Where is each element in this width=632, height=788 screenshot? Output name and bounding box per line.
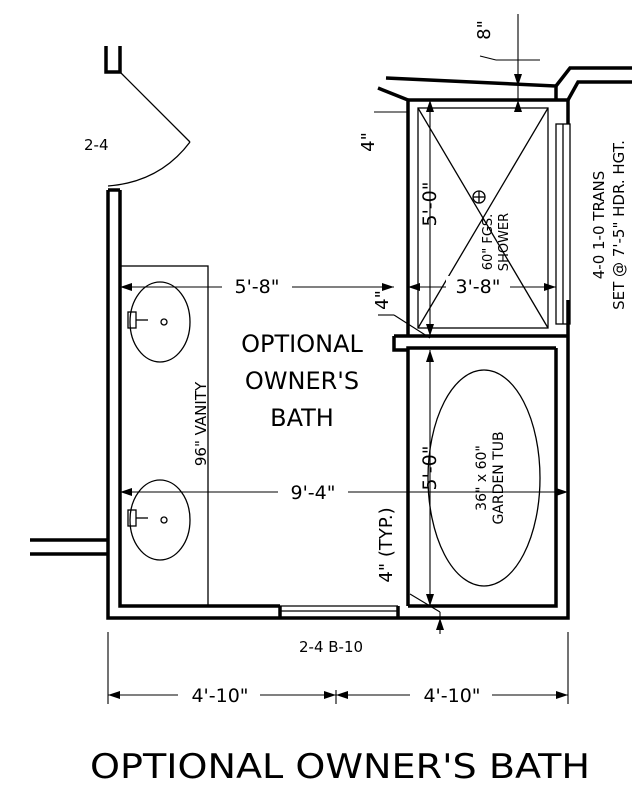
room-label-line2: OWNER'S xyxy=(245,367,359,395)
wall-partition-stub xyxy=(392,336,408,352)
dim-bg-5-8 xyxy=(222,276,292,296)
dim-bg-right-half xyxy=(410,684,492,706)
wall-top-right-a xyxy=(554,66,632,88)
dim-shower-depth: 5'-0" xyxy=(419,182,441,227)
tub-label-line2: GARDEN TUB xyxy=(491,431,507,524)
sink-lower-drain-icon xyxy=(160,516,168,524)
wall-tub-partition xyxy=(406,346,556,606)
garden-tub xyxy=(427,369,541,587)
shower-label-line1: 60" FGS. xyxy=(481,214,496,271)
dim-bg-left-half xyxy=(178,684,260,706)
faucet-lower-icon xyxy=(127,509,137,527)
vanity-fixture xyxy=(119,265,209,607)
wall-left-bottom-outer xyxy=(106,190,398,620)
dim-tub-depth: 5'-0" xyxy=(419,446,441,491)
shower-label-line2: SHOWER xyxy=(497,213,512,271)
dim-left-half: 4'-10" xyxy=(191,685,248,707)
labels: 2-4 2-4 B-10 OPTIONAL OWNER'S BATH 96" V… xyxy=(84,20,628,787)
dim-right-half: 4'-10" xyxy=(423,685,480,707)
wall-corner xyxy=(556,98,570,124)
drawing-title: OPTIONAL OWNER'S BATH xyxy=(90,747,590,787)
door-bottom xyxy=(280,605,398,619)
shower-basin xyxy=(417,107,549,329)
wall-right-inner xyxy=(408,348,558,608)
door-upper-jamb xyxy=(104,46,122,74)
shower-fixture xyxy=(417,107,549,329)
faucet-upper-icon xyxy=(127,311,137,329)
room-label-line3: BATH xyxy=(270,404,334,432)
sink-upper-icon xyxy=(129,281,191,363)
window-note-line2: SET @ 7'-5" HDR. HGT. xyxy=(610,140,628,310)
tub-label-line1: 36" x 60" xyxy=(474,445,490,511)
dim-shower-width: 3'-8" xyxy=(456,276,501,298)
dim-vanity-to-wall: 5'-8" xyxy=(235,276,280,298)
room-label-line1: OPTIONAL xyxy=(241,330,363,358)
window-note-line1: 4-0 1-0 TRANS xyxy=(590,171,608,280)
dim-bg-3-8 xyxy=(446,276,510,296)
door-upper-left xyxy=(104,46,191,187)
dim-wall-gap-top: 8" xyxy=(474,20,495,40)
sink-upper-drain-icon xyxy=(160,318,168,326)
dim-overall-width: 9'-4" xyxy=(291,482,336,504)
sink-lower-icon xyxy=(129,479,191,561)
wall-right-outer xyxy=(398,300,570,620)
wall-angle-b xyxy=(385,76,558,100)
dim-bg-9-4 xyxy=(278,481,348,503)
door-label-upper: 2-4 xyxy=(84,136,109,154)
dimension-lines xyxy=(107,14,569,704)
dim-wall-4-upper: 4" xyxy=(358,132,379,152)
vanity-counter xyxy=(119,265,209,607)
vanity-label: 96" VANITY xyxy=(192,381,210,466)
door-label-bottom: 2-4 B-10 xyxy=(299,638,363,656)
wall-angle-a xyxy=(377,86,409,102)
dim-wall-4-mid: 4" xyxy=(372,290,393,310)
door-swing-arc xyxy=(107,141,191,187)
dim-wall-4-typ: 4" (TYP.) xyxy=(376,507,397,582)
wall-top-right-b xyxy=(566,80,632,101)
